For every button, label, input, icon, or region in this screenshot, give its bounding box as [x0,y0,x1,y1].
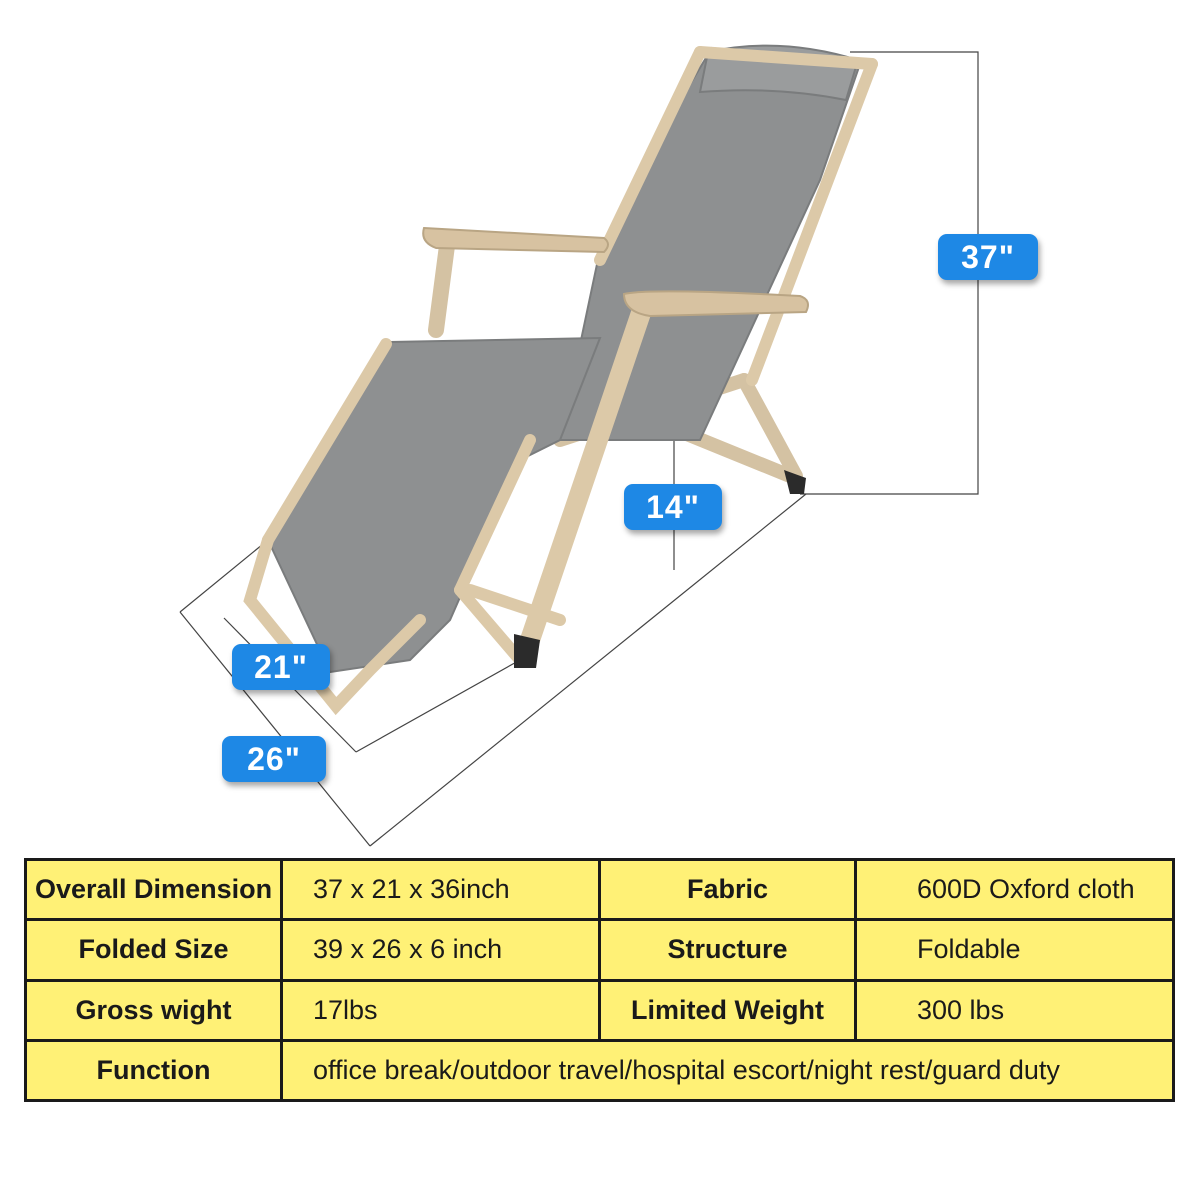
spec-value: 600D Oxford cloth [854,857,1175,922]
spec-label: Gross wight [24,978,283,1042]
dimension-lines [179,51,979,847]
spec-label: Fabric [598,857,857,922]
spec-row: Gross wight 17lbs Limited Weight 300 lbs [24,978,1175,1042]
spec-value: Foldable [854,918,1175,982]
spec-row-function: Function office break/outdoor travel/hos… [24,1038,1175,1103]
spec-row: Folded Size 39 x 26 x 6 inch Structure F… [24,918,1175,982]
spec-value: 39 x 26 x 6 inch [280,918,601,982]
spec-value: 17lbs [280,978,601,1042]
height-dimension-label: 37" [938,234,1038,280]
right-armrest [520,290,809,650]
spec-table: Overall Dimension 37 x 21 x 36inch Fabri… [24,857,1175,1103]
outer-width-dimension-label: 26" [222,736,326,782]
front-foot-cap [514,634,540,668]
spec-label: Overall Dimension [24,857,283,922]
spec-value: 300 lbs [854,978,1175,1042]
seat-height-dimension-label: 14" [624,484,722,530]
backrest-frame [594,46,878,386]
spec-row: Overall Dimension 37 x 21 x 36inch Fabri… [24,857,1175,922]
spec-label: Folded Size [24,918,283,982]
seat-fabric [266,336,602,674]
lounge-chair-illustration [179,44,979,847]
rear-foot-cap [784,470,806,494]
spec-value: 37 x 21 x 36inch [280,857,601,922]
inner-width-dimension-label: 21" [232,644,330,690]
spec-label: Limited Weight [598,978,857,1042]
spec-value: office break/outdoor travel/hospital esc… [280,1038,1175,1103]
spec-label: Structure [598,918,857,982]
left-armrest [422,226,609,338]
spec-label: Function [24,1038,283,1103]
